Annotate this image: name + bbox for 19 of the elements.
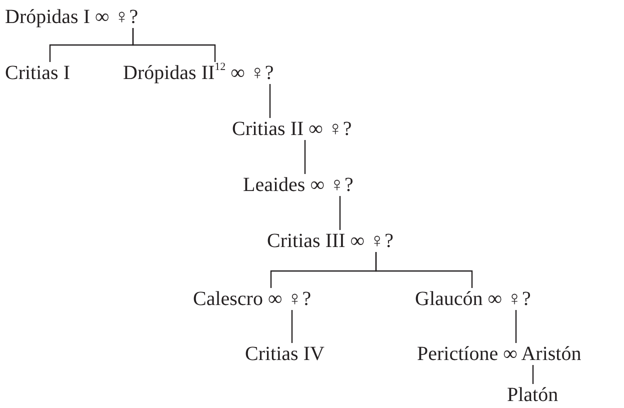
- descent-line: [339, 196, 341, 230]
- person-name: Critias IV: [245, 343, 324, 365]
- person-name: Perictíone ∞ Aristón: [417, 343, 582, 365]
- person-name: Drópidas I ∞ ♀?: [5, 6, 138, 28]
- person-name: Platón: [507, 384, 558, 406]
- descent-line: [132, 28, 216, 62]
- person-name: Critias I: [5, 62, 70, 84]
- descent-line: [375, 252, 473, 288]
- descent-line: [291, 310, 293, 343]
- person-name: Glaucón ∞ ♀?: [415, 288, 531, 310]
- person-name: Calescro ∞ ♀?: [193, 288, 312, 310]
- descent-line: [269, 84, 271, 118]
- person-name: Leaides ∞ ♀?: [243, 174, 354, 196]
- descent-line: [532, 365, 534, 384]
- person-name: Drópidas II$^{12}$ ∞ ♀?: [123, 62, 274, 84]
- person-name: Critias III ∞ ♀?: [267, 230, 394, 252]
- descent-line: [515, 310, 517, 343]
- person-name: Critias II ∞ ♀?: [232, 118, 352, 140]
- descent-line: [304, 140, 306, 174]
